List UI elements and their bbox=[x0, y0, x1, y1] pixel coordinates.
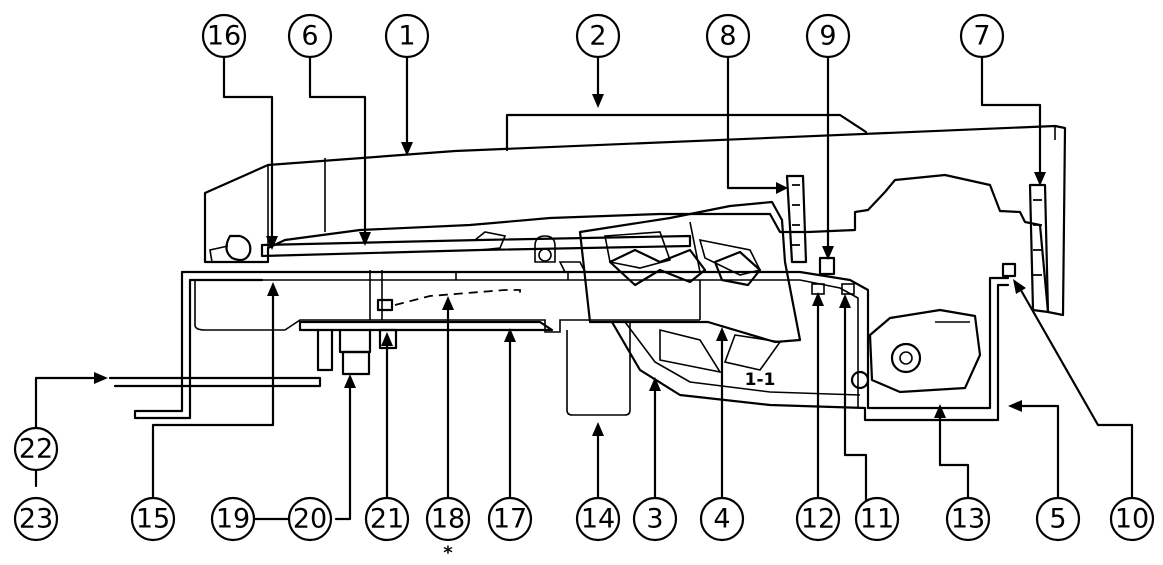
svg-text:5: 5 bbox=[1049, 504, 1066, 535]
box-part bbox=[566, 322, 631, 416]
callout-16: 16 bbox=[201, 13, 247, 59]
svg-text:3: 3 bbox=[646, 504, 663, 535]
svg-text:15: 15 bbox=[136, 504, 170, 535]
svg-text:13: 13 bbox=[951, 504, 985, 535]
callout-9: 9 bbox=[805, 13, 851, 59]
callout-23: 23 bbox=[13, 496, 59, 542]
svg-text:21: 21 bbox=[370, 504, 404, 535]
callout-17: 17 bbox=[487, 496, 533, 542]
arm-lattice bbox=[558, 248, 762, 287]
callout-22: 22 bbox=[13, 426, 59, 472]
clip-parts bbox=[785, 174, 1050, 314]
svg-text:22: 22 bbox=[19, 434, 53, 465]
svg-text:10: 10 bbox=[1115, 504, 1149, 535]
svg-text:20: 20 bbox=[293, 504, 327, 535]
callout-5: 5 bbox=[1035, 496, 1081, 542]
svg-text:17: 17 bbox=[493, 504, 527, 535]
svg-text:11: 11 bbox=[860, 504, 894, 535]
callout-8: 8 bbox=[705, 13, 751, 59]
svg-text:12: 12 bbox=[801, 504, 835, 535]
svg-text:1: 1 bbox=[398, 21, 415, 52]
note-asterisk: * bbox=[443, 543, 453, 564]
upper-cover bbox=[203, 124, 1067, 317]
callout-15: 15 bbox=[130, 496, 176, 542]
svg-text:16: 16 bbox=[207, 21, 241, 52]
plate bbox=[260, 231, 692, 263]
svg-text:19: 19 bbox=[216, 504, 250, 535]
svg-text:7: 7 bbox=[973, 21, 990, 52]
callout-19: 19 bbox=[210, 496, 256, 542]
svg-text:4: 4 bbox=[713, 504, 730, 535]
svg-text:18: 18 bbox=[431, 504, 465, 535]
part-label-text: 1-1 bbox=[745, 370, 776, 390]
pcb-assembly bbox=[108, 270, 554, 412]
callout-3: 3 bbox=[632, 496, 678, 542]
svg-text:6: 6 bbox=[301, 21, 318, 52]
callout-4: 4 bbox=[699, 496, 745, 542]
svg-text:9: 9 bbox=[819, 21, 836, 52]
svg-text:2: 2 bbox=[589, 21, 606, 52]
callout-11: 11 bbox=[854, 496, 900, 542]
callout-14: 14 bbox=[575, 496, 621, 542]
svg-text:14: 14 bbox=[581, 504, 615, 535]
callout-21: 21 bbox=[364, 496, 410, 542]
svg-text:8: 8 bbox=[719, 21, 736, 52]
svg-text:23: 23 bbox=[19, 504, 53, 535]
callout-1: 1 bbox=[384, 13, 430, 59]
callout-2: 2 bbox=[575, 13, 621, 59]
callout-7: 7 bbox=[959, 13, 1005, 59]
callout-13: 13 bbox=[945, 496, 991, 542]
callout-6: 6 bbox=[287, 13, 333, 59]
callout-10: 10 bbox=[1109, 496, 1155, 542]
callout-12: 12 bbox=[795, 496, 841, 542]
leader-lines bbox=[34, 54, 1134, 521]
lower-frame bbox=[133, 270, 1010, 422]
callout-18: 18 bbox=[425, 496, 471, 542]
callout-20: 20 bbox=[287, 496, 333, 542]
